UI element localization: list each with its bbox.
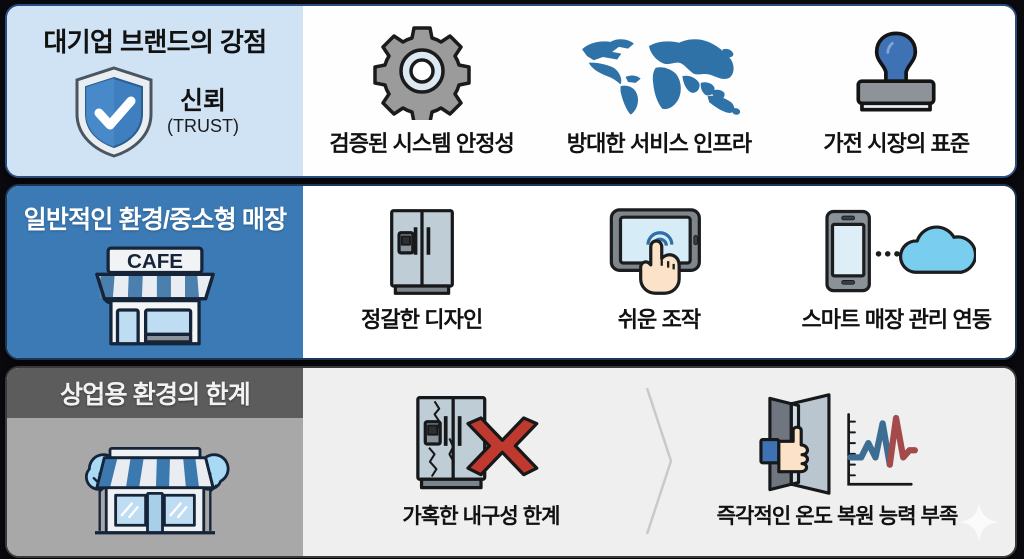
- item-smart-store-link: 스마트 매장 관리 연동: [778, 186, 1015, 334]
- brand-strength-items: 검증된 시스템 안정성: [303, 6, 1015, 176]
- panel-commercial-limits: 상업용 환경의 한계: [5, 366, 1017, 558]
- world-map-icon: [575, 6, 743, 126]
- item-durability-limit: 가혹한 내구성 한계: [303, 368, 659, 530]
- trust-label-ko: 신뢰: [179, 87, 226, 116]
- item-caption: 쉬운 조작: [617, 307, 701, 332]
- item-clean-design: 정갈한 디자인: [303, 186, 540, 334]
- item-easy-operation: 쉬운 조작: [540, 186, 777, 334]
- commercial-limits-header: 상업용 환경의 한계: [7, 368, 303, 556]
- item-market-standard: 가전 시장의 표준: [778, 6, 1015, 158]
- trust-label-en: (TRUST): [167, 116, 239, 137]
- open-door-temperature-chart-icon: [752, 368, 922, 500]
- general-environment-title: 일반적인 환경/중소형 매장: [23, 206, 287, 234]
- sparkle-icon: [959, 502, 999, 542]
- cafe-sign-text: CAFE: [127, 250, 183, 273]
- item-system-stability: 검증된 시스템 안정성: [303, 6, 540, 158]
- commercial-limits-items: 가혹한 내구성 한계: [303, 368, 1015, 556]
- panel-general-environment: 일반적인 환경/중소형 매장 CAFE: [5, 184, 1017, 360]
- refrigerator-icon: [382, 186, 462, 302]
- stamp-icon: [844, 6, 948, 126]
- gear-icon: [372, 6, 472, 126]
- item-caption: 즉각적인 온도 복원 능력 부족: [716, 505, 959, 528]
- item-caption: 정갈한 디자인: [361, 307, 483, 332]
- panel-brand-strength: 대기업 브랜드의 강점 신뢰 (TRUST): [5, 4, 1017, 178]
- trust-badge-group: 신뢰 (TRUST): [7, 62, 303, 162]
- shop-with-trees-icon: [7, 424, 303, 544]
- shield-check-icon: [71, 64, 157, 160]
- brand-strength-title: 대기업 브랜드의 강점: [43, 27, 267, 57]
- item-caption: 검증된 시스템 안정성: [329, 131, 514, 156]
- item-caption: 스마트 매장 관리 연동: [801, 307, 992, 332]
- smartphone-cloud-icon: [816, 186, 977, 302]
- trust-label: 신뢰 (TRUST): [167, 87, 239, 136]
- general-environment-header: 일반적인 환경/중소형 매장 CAFE: [7, 186, 303, 358]
- broken-refrigerator-x-icon: [406, 368, 556, 500]
- commercial-limits-title: 상업용 환경의 한계: [60, 381, 251, 409]
- cafe-storefront-icon: CAFE: [7, 242, 303, 348]
- commercial-limits-title-bar: 상업용 환경의 한계: [7, 368, 303, 418]
- item-caption: 가혹한 내구성 한계: [402, 505, 560, 528]
- item-temperature-recovery: 즉각적인 온도 복원 능력 부족: [659, 368, 1015, 530]
- item-caption: 가전 시장의 표준: [823, 131, 970, 156]
- general-environment-items: 정갈한 디자인: [303, 186, 1015, 358]
- tablet-touch-icon: [604, 186, 714, 302]
- item-caption: 방대한 서비스 인프라: [566, 131, 752, 156]
- item-service-infra: 방대한 서비스 인프라: [540, 6, 777, 158]
- brand-strength-header: 대기업 브랜드의 강점 신뢰 (TRUST): [7, 6, 303, 176]
